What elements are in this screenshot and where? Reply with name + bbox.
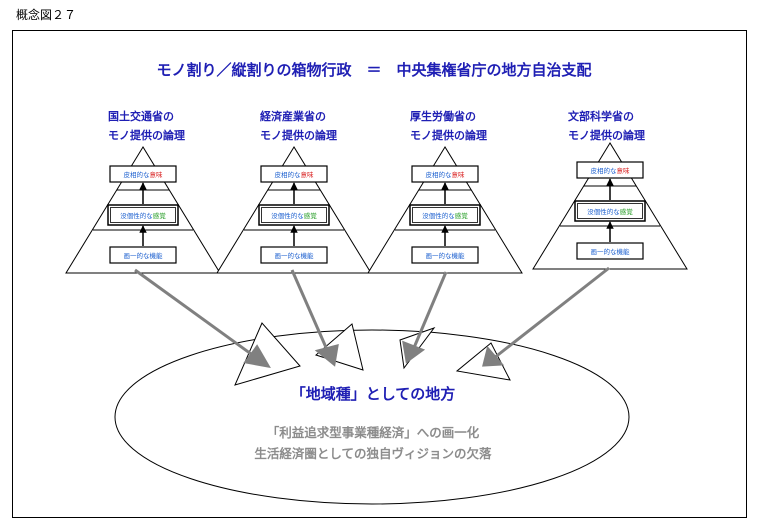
level-box-middle: 没個性的な感覚	[574, 200, 646, 222]
level-box-top: 皮相的な意味	[109, 165, 177, 183]
level-top-pre: 皮相的な	[426, 170, 453, 179]
svg-text:皮相的な意味: 皮相的な意味	[275, 170, 315, 179]
ministry-label-2: 経済産業省の モノ提供の論理	[260, 109, 337, 142]
level-top-pre: 皮相的な	[275, 170, 302, 179]
grey-arrow-2	[290, 269, 339, 367]
svg-text:没個性的な感覚: 没個性的な感覚	[587, 207, 633, 216]
pyramid-2: 皮相的な意味 没個性的な感覚 画一的な機能	[216, 146, 372, 274]
svg-text:皮相的な意味: 皮相的な意味	[124, 170, 164, 179]
ministry-name: 厚生労働省の	[410, 109, 476, 123]
level-top-pre: 皮相的な	[591, 166, 618, 175]
level-box-top: 皮相的な意味	[576, 161, 644, 179]
level-middle-post: 感覚	[455, 211, 469, 220]
level-top-post: 意味	[301, 170, 315, 179]
figure-label: 概念図２７	[16, 8, 77, 22]
level-box-bottom: 画一的な機能	[260, 246, 328, 264]
level-bottom-text: 画一的な機能	[124, 251, 164, 260]
pyramid-1: 皮相的な意味 没個性的な感覚 画一的な機能	[65, 146, 221, 274]
local-triangle-1	[234, 322, 301, 386]
svg-text:没個性的な感覚: 没個性的な感覚	[120, 211, 166, 220]
svg-text:没個性的な感覚: 没個性的な感覚	[422, 211, 468, 220]
level-middle-pre: 没個性的な	[271, 211, 304, 220]
ministry-logic: モノ提供の論理	[568, 128, 645, 142]
level-box-bottom: 画一的な機能	[411, 246, 479, 264]
ministry-label-4: 文部科学省の モノ提供の論理	[568, 109, 645, 142]
level-middle-pre: 没個性的な	[120, 211, 153, 220]
grey-arrow-3	[402, 271, 448, 364]
svg-text:没個性的な感覚: 没個性的な感覚	[271, 211, 317, 220]
ministry-name: 文部科学省の	[568, 109, 634, 123]
diagram-title: モノ割り／縦割りの箱物行政 ＝ 中央集権省庁の地方自治支配	[156, 61, 591, 79]
level-middle-post: 感覚	[153, 211, 167, 220]
bottom-caption-line2: 生活経済圏としての独自ヴィジョンの欠落	[254, 446, 492, 461]
grey-arrows	[134, 266, 610, 369]
pyramid-3: 皮相的な意味 没個性的な感覚 画一的な機能	[367, 146, 523, 274]
level-middle-post: 感覚	[304, 211, 318, 220]
ministry-name: 経済産業省の	[260, 109, 326, 123]
level-bottom-text: 画一的な機能	[426, 251, 466, 260]
level-box-middle: 没個性的な感覚	[107, 204, 179, 226]
bottom-caption-line1: 「利益追求型事業種経済」への画一化	[267, 425, 480, 440]
region-ellipse	[114, 329, 630, 505]
ministry-name: 国土交通省の	[108, 109, 174, 123]
level-bottom-text: 画一的な機能	[275, 251, 315, 260]
level-box-middle: 没個性的な感覚	[409, 204, 481, 226]
level-top-post: 意味	[150, 170, 164, 179]
diagram-frame	[12, 30, 747, 518]
level-top-post: 意味	[452, 170, 466, 179]
level-top-post: 意味	[617, 166, 631, 175]
level-box-middle: 没個性的な感覚	[258, 204, 330, 226]
ministry-label-3: 厚生労働省の モノ提供の論理	[410, 109, 487, 142]
pyramid-4: 皮相的な意味 没個性的な感覚 画一的な機能	[532, 142, 688, 270]
ministry-logic: モノ提供の論理	[260, 128, 337, 142]
level-box-top: 皮相的な意味	[260, 165, 328, 183]
ministry-label-1: 国土交通省の モノ提供の論理	[108, 109, 185, 142]
level-middle-post: 感覚	[620, 207, 634, 216]
svg-text:皮相的な意味: 皮相的な意味	[591, 166, 631, 175]
ministry-logic: モノ提供の論理	[108, 128, 185, 142]
level-box-bottom: 画一的な機能	[576, 242, 644, 260]
level-bottom-text: 画一的な機能	[591, 247, 631, 256]
level-box-top: 皮相的な意味	[411, 165, 479, 183]
center-label: 「地域種」としての地方	[291, 385, 456, 403]
level-middle-pre: 没個性的な	[587, 207, 620, 216]
level-middle-pre: 没個性的な	[422, 211, 455, 220]
ministry-logic: モノ提供の論理	[410, 128, 487, 142]
level-top-pre: 皮相的な	[124, 170, 151, 179]
level-box-bottom: 画一的な機能	[109, 246, 177, 264]
svg-text:皮相的な意味: 皮相的な意味	[426, 170, 466, 179]
grey-arrow-1	[134, 268, 271, 369]
grey-arrow-4	[482, 266, 610, 367]
